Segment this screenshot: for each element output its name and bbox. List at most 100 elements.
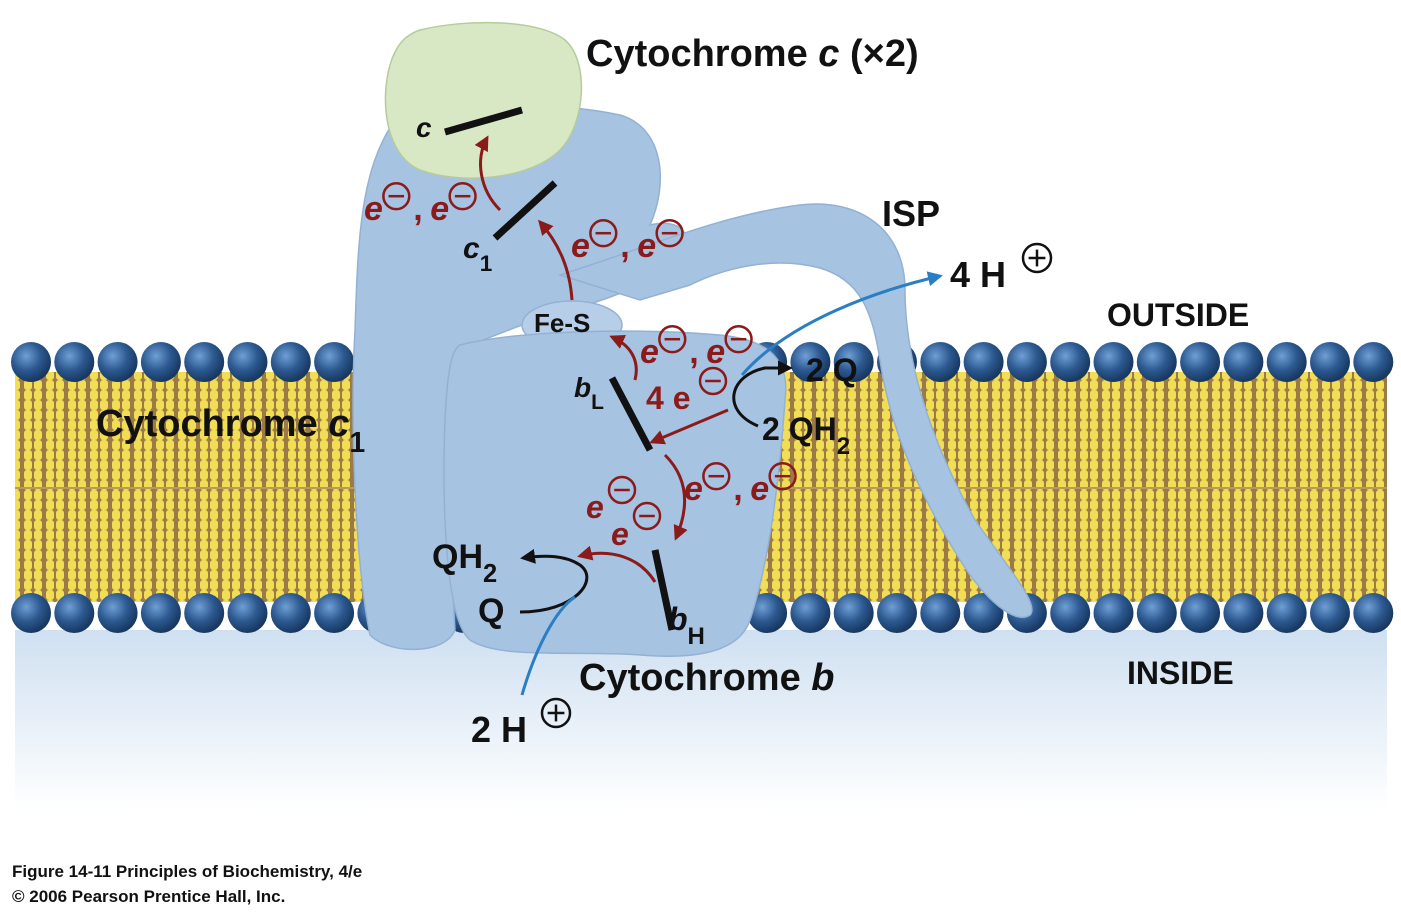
lipid-head-bottom (747, 593, 788, 633)
electron-pair-bl-bh-e1: e (684, 470, 703, 508)
lipid-head-top (1093, 342, 1134, 382)
lipid-head-top (790, 342, 831, 382)
cytochrome-b-protein (443, 330, 787, 657)
electron-pair-c-e2-sign (448, 182, 477, 211)
lipid-head-top (140, 342, 181, 382)
lipid-head-top (54, 342, 95, 382)
lipid-head-top (920, 342, 961, 382)
two-h-label: 2 H (471, 709, 527, 750)
lipid-head-top (227, 342, 268, 382)
lipid-head-top (963, 342, 1004, 382)
heme-c-label: c (416, 112, 432, 143)
four-h-label: 4 H (950, 254, 1006, 295)
proton-arrows (520, 271, 943, 696)
lipid-head-bottom (1093, 593, 1134, 633)
electron-pair-c-e1: e (364, 190, 383, 228)
electron-stack-e2: e (611, 516, 629, 552)
cytochrome-b-label: Cytochrome b (579, 657, 835, 699)
isp-protein (557, 203, 1033, 618)
electron-pair-bl-bh-e2-sign (768, 462, 797, 491)
inside-region (15, 630, 1387, 810)
lipid-head-top (1180, 342, 1221, 382)
lipid-head-top (1353, 342, 1394, 382)
lipid-head-bottom (790, 593, 831, 633)
lipid-head-top (314, 342, 355, 382)
electron-pair-fes-e1: e (640, 333, 659, 371)
two-q-label: 2 Q (806, 352, 858, 388)
electron-pair-c-comma: , (413, 190, 422, 228)
lipid-head-bottom (1050, 593, 1091, 633)
lipid-head-bottom (963, 593, 1004, 633)
cytochrome-c-protein (384, 21, 583, 179)
electron-stack-e1-sign (607, 475, 637, 505)
electron-pair-fes-e2: e (706, 333, 725, 371)
electron-pair-c1-e1: e (571, 227, 590, 265)
cytochrome-c-title: Cytochrome c (×2) (586, 33, 919, 75)
lipid-head-top (1266, 342, 1307, 382)
lipid-head-bottom (97, 593, 138, 633)
lipid-head-bottom (833, 593, 874, 633)
electron-stack-e2-sign (632, 501, 662, 531)
cytochrome-c1-label: Cytochrome c1 (96, 403, 365, 459)
heme-bl-label: bL (574, 372, 604, 414)
isp-label: ISP (882, 193, 940, 234)
q-label: Q (478, 592, 504, 630)
electron-pair-fes-comma: , (689, 333, 698, 371)
four-electrons-label: 4 e (646, 380, 690, 416)
lipid-head-bottom (920, 593, 961, 633)
lipid-head-top (11, 342, 51, 382)
electron-pair-bl-bh-e1-sign (702, 462, 731, 491)
lipid-head-bottom (1223, 593, 1264, 633)
lipid-head-bottom (227, 593, 268, 633)
lipid-head-top (97, 342, 138, 382)
lipid-head-top (1136, 342, 1177, 382)
four-electrons-sign (698, 366, 728, 396)
lipid-head-top (1310, 342, 1350, 382)
electron-pair-c1-e2-sign (655, 219, 684, 248)
electron-pair-fes-e2-sign (724, 325, 753, 354)
electron-stack-e1: e (586, 489, 604, 525)
lipid-head-bottom (1266, 593, 1307, 633)
electron-pair-c-e2: e (430, 190, 449, 228)
electron-arrows (474, 135, 729, 583)
lipid-head-top (270, 342, 311, 382)
heme-c1-bar (492, 180, 558, 241)
electron-pair-bl-bh-comma: , (733, 470, 742, 508)
heme-bh-label: bH (668, 601, 705, 650)
heme-bl-bar (608, 376, 654, 452)
lipid-head-top (184, 342, 225, 382)
lipid-head-top (1006, 342, 1047, 382)
lipid-head-bottom (11, 593, 51, 633)
electron-pair-c1-e1-sign (589, 219, 618, 248)
four-h-plus-sign (1021, 242, 1053, 274)
lipid-head-bottom (1310, 593, 1350, 633)
heme-c1-label: c1 (463, 232, 492, 276)
lipid-head-bottom (1136, 593, 1177, 633)
two-qh2-label: 2 QH2 (762, 411, 850, 460)
lipid-head-top (1223, 342, 1264, 382)
electron-pair-bl-bh-e2: e (750, 470, 769, 508)
lipid-head-bottom (140, 593, 181, 633)
electron-pair-c-e1-sign (382, 182, 411, 211)
lipid-head-bottom (184, 593, 225, 633)
lipid-head-top (833, 342, 874, 382)
electron-pair-c1-comma: , (620, 227, 629, 265)
qh2-label: QH2 (432, 538, 497, 588)
outside-label: OUTSIDE (1107, 297, 1249, 333)
inside-label: INSIDE (1127, 655, 1234, 691)
lipid-head-bottom (877, 593, 917, 633)
two-h-plus-sign (540, 697, 572, 729)
q-cycle-arrows (519, 360, 793, 614)
lipid-head-bottom (270, 593, 311, 633)
lipid-head-bottom (54, 593, 95, 633)
electron-pair-c1-e2: e (637, 227, 656, 265)
electron-pair-fes-e1-sign (658, 325, 687, 354)
heme-c-bar (444, 106, 523, 136)
lipid-head-top (1050, 342, 1091, 382)
heme-bh-bar (651, 549, 676, 631)
figure-caption-line2: © 2006 Pearson Prentice Hall, Inc. (12, 887, 286, 906)
fes-label: Fe-S (534, 308, 590, 338)
lipid-head-bottom (314, 593, 355, 633)
